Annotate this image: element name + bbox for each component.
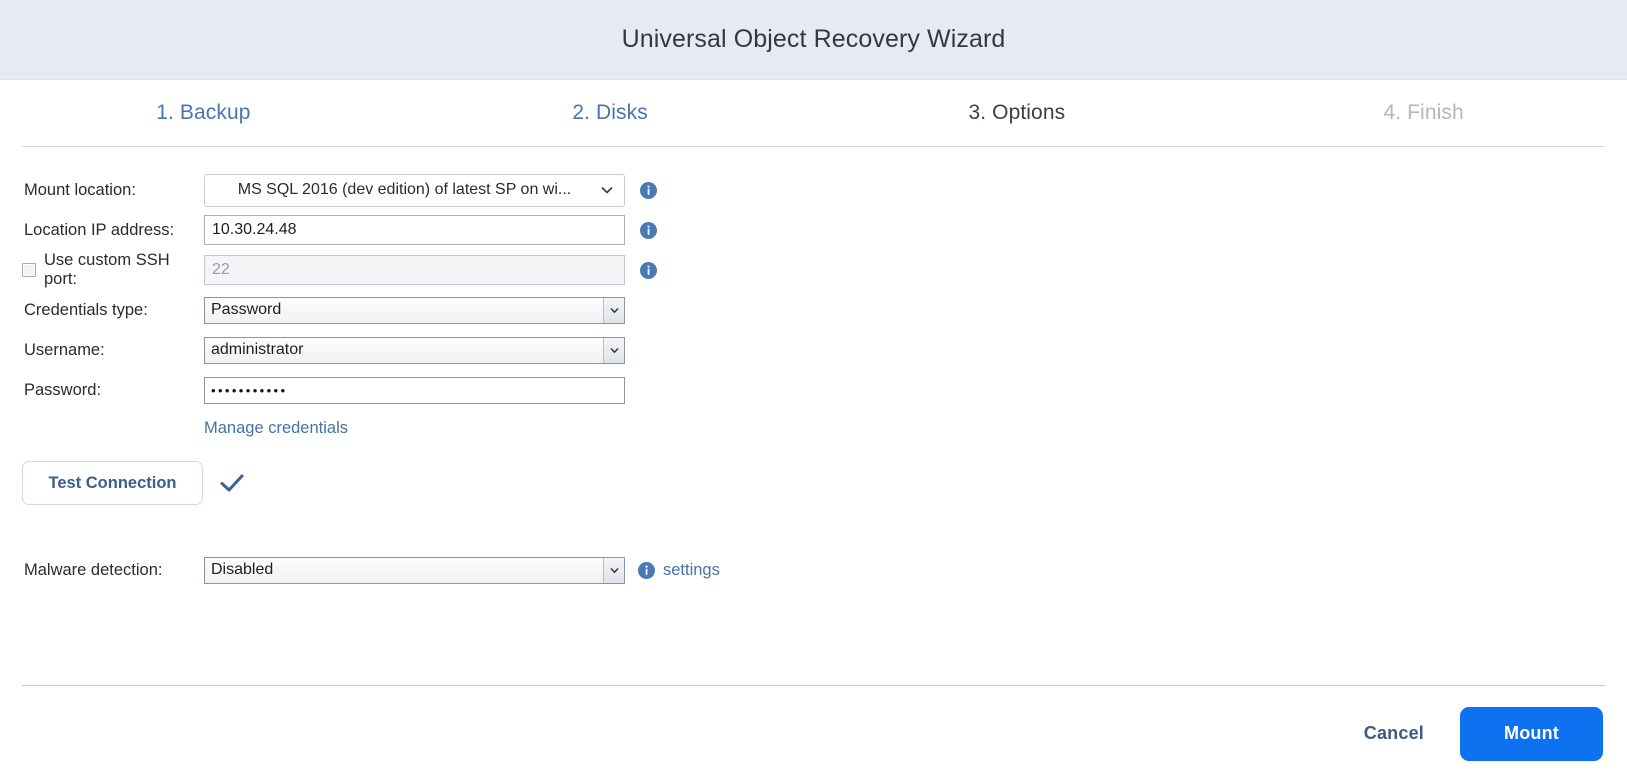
- mount-location-label: Mount location:: [24, 180, 136, 199]
- mount-location-combobox[interactable]: MS SQL 2016 (dev edition) of latest SP o…: [204, 173, 625, 207]
- mount-location-value: MS SQL 2016 (dev edition) of latest SP o…: [237, 181, 572, 198]
- cancel-button[interactable]: Cancel: [1358, 722, 1430, 745]
- wizard-step-options[interactable]: 3. Options: [968, 101, 1066, 124]
- username-dropdown-arrow-icon[interactable]: [603, 337, 624, 363]
- location-ip-label: Location IP address:: [24, 220, 175, 239]
- mount-location-field: MS SQL 2016 (dev edition) of latest SP o…: [204, 173, 625, 207]
- username-value: administrator: [211, 341, 304, 358]
- wizard-footer: Cancel Mount: [0, 686, 1627, 781]
- wizard-step-disks[interactable]: 2. Disks: [572, 101, 648, 124]
- malware-settings-link[interactable]: settings: [663, 560, 720, 579]
- mount-button[interactable]: Mount: [1460, 706, 1603, 761]
- ssh-port-input[interactable]: 22: [204, 255, 625, 285]
- malware-detection-value: Disabled: [211, 561, 274, 578]
- wizard-steps: 1. Backup 2. Disks 3. Options 4. Finish: [0, 80, 1627, 146]
- window-titlebar: Universal Object Recovery Wizard: [0, 0, 1627, 80]
- chevron-down-icon: [600, 183, 614, 197]
- malware-detection-info-icon[interactable]: [638, 561, 655, 579]
- credentials-type-label: Credentials type:: [24, 300, 148, 319]
- location-ip-value: 10.30.24.48: [212, 221, 297, 238]
- page-title: Universal Object Recovery Wizard: [621, 25, 1006, 53]
- location-ip-input[interactable]: 10.30.24.48: [204, 215, 625, 245]
- ssh-port-row: Use custom SSH port: 22: [0, 251, 1627, 289]
- password-value: •••••••••••: [211, 382, 288, 398]
- test-connection-button[interactable]: Test Connection: [22, 461, 203, 505]
- options-form: Mount location: MS SQL 2016 (dev edition…: [0, 147, 1627, 585]
- username-select[interactable]: administrator: [204, 336, 625, 364]
- ssh-port-info-icon[interactable]: [640, 261, 657, 279]
- credentials-type-value: Password: [211, 301, 282, 318]
- location-ip-info-icon[interactable]: [640, 221, 657, 239]
- malware-detection-dropdown-arrow-icon[interactable]: [603, 557, 624, 583]
- ssh-port-label: Use custom SSH port:: [44, 251, 170, 288]
- ssh-port-label-group: Use custom SSH port:: [0, 251, 204, 289]
- wizard-step-backup[interactable]: 1. Backup: [156, 101, 251, 124]
- mount-location-row: Mount location: MS SQL 2016 (dev edition…: [0, 173, 1627, 207]
- password-input[interactable]: •••••••••••: [204, 376, 625, 404]
- password-row: Password: •••••••••••: [0, 373, 1627, 407]
- credentials-type-row: Credentials type: Password: [0, 293, 1627, 327]
- credentials-type-dropdown-arrow-icon[interactable]: [603, 297, 624, 323]
- mount-location-info-icon[interactable]: [640, 181, 657, 199]
- footer-divider: [22, 685, 1605, 686]
- manage-credentials-link[interactable]: Manage credentials: [204, 418, 349, 437]
- malware-detection-label: Malware detection:: [24, 560, 163, 579]
- malware-detection-row: Malware detection: Disabled settings: [0, 555, 1627, 585]
- malware-detection-select[interactable]: Disabled: [204, 556, 625, 584]
- manage-credentials-row: Manage credentials: [0, 413, 1627, 443]
- steps-divider: [22, 146, 1605, 147]
- ssh-port-placeholder: 22: [212, 261, 230, 278]
- credentials-type-select[interactable]: Password: [204, 296, 625, 324]
- location-ip-row: Location IP address: 10.30.24.48: [0, 213, 1627, 247]
- username-row: Username: administrator: [0, 333, 1627, 367]
- test-connection-row: Test Connection: [0, 461, 1627, 505]
- password-label: Password:: [24, 380, 102, 399]
- connection-success-check-icon: [219, 470, 245, 496]
- use-custom-ssh-port-checkbox[interactable]: [22, 263, 36, 277]
- username-label: Username:: [24, 340, 105, 359]
- wizard-step-finish: 4. Finish: [1383, 101, 1464, 124]
